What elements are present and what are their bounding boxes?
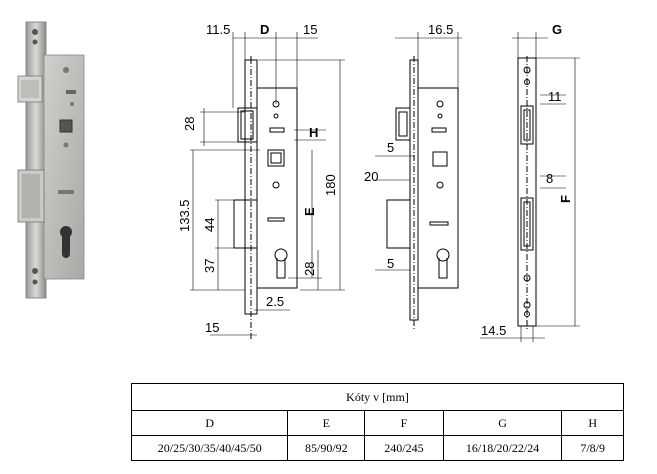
table-value-g: 16/18/20/22/24 [442, 435, 563, 461]
table-header-d: D [130, 410, 289, 436]
dim-h-label: H [309, 125, 318, 140]
dim-133-5: 133.5 [177, 199, 192, 232]
dim-28-top: 28 [182, 117, 197, 131]
edge-view [517, 56, 537, 330]
lock-photo [17, 21, 85, 299]
table-value-h: 7/8/9 [561, 435, 624, 461]
table-header-f: F [364, 410, 444, 436]
dim-20: 20 [364, 169, 378, 184]
dim-44: 44 [202, 218, 217, 232]
side-view [386, 56, 459, 330]
table-value-f: 240/245 [364, 435, 444, 461]
dim-f-label: F [558, 195, 573, 203]
dim-15-top: 15 [303, 22, 317, 37]
dim-15-bottom: 15 [205, 320, 219, 335]
dimension-labels: 11.5 D 15 28 H 133.5 44 37 E 180 28 2.5 … [177, 22, 573, 338]
dim-28-bottom: 28 [302, 262, 317, 276]
dim-g-label: G [552, 22, 562, 37]
dim-5-top: 5 [387, 140, 394, 155]
lock-technical-drawing: 11.5 D 15 28 H 133.5 44 37 E 180 28 2.5 … [17, 21, 580, 342]
side-view-dimensions [375, 32, 462, 271]
dim-d-label: D [260, 22, 269, 37]
table-header-g: G [442, 410, 563, 436]
table-header-h: H [561, 410, 624, 436]
dim-11-5: 11.5 [206, 22, 230, 37]
front-view-dimensions [190, 32, 345, 336]
dim-14-5: 14.5 [481, 323, 506, 338]
edge-view-dimensions [480, 32, 580, 342]
dim-e-label: E [302, 207, 317, 216]
dim-37: 37 [202, 259, 217, 273]
dim-5-bottom: 5 [387, 256, 394, 271]
dim-8: 8 [546, 171, 553, 186]
table-caption: Kóty v [mm] [131, 383, 624, 411]
dimension-table: Kóty v [mm] D E F G H 20/25/30/35/40/45/… [130, 383, 624, 461]
table-value-e: 85/90/92 [287, 435, 366, 461]
dim-2-5: 2.5 [266, 294, 284, 309]
dim-16-5: 16.5 [428, 22, 453, 37]
dim-11: 11 [548, 89, 562, 104]
dim-180: 180 [323, 174, 338, 196]
front-view [233, 56, 298, 340]
table-header-e: E [287, 410, 366, 436]
table-value-d: 20/25/30/35/40/45/50 [130, 435, 289, 461]
